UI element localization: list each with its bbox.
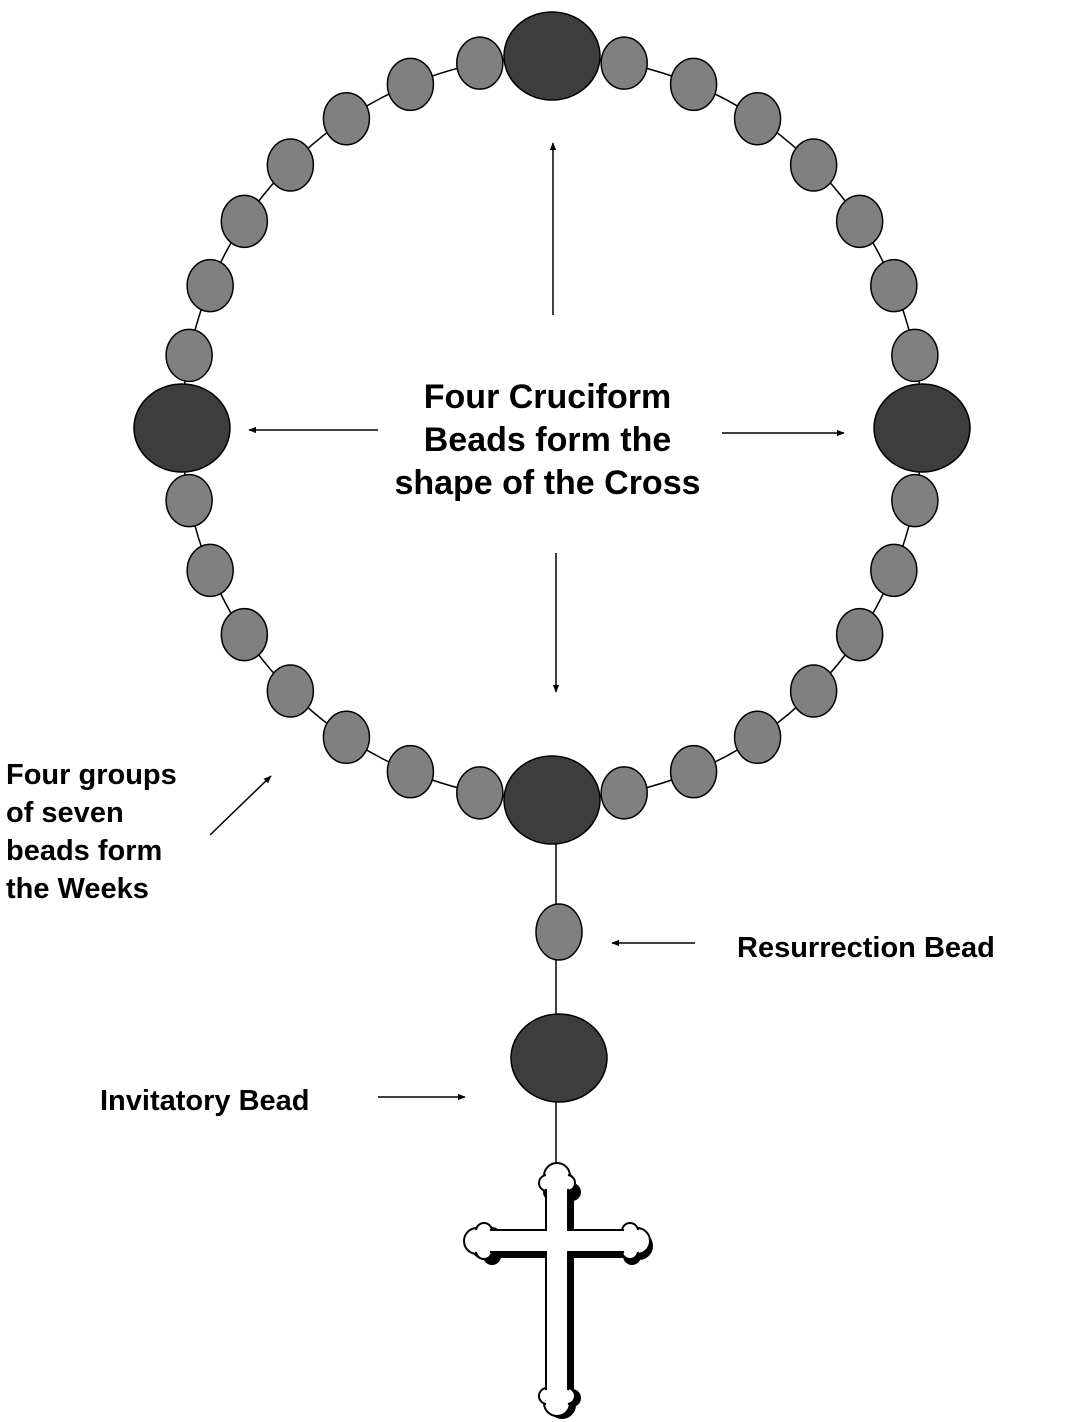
- week-bead: [600, 766, 648, 820]
- weeks-label-line-1: Four groups: [6, 759, 177, 791]
- week-bead: [669, 744, 718, 799]
- week-bead: [186, 543, 234, 598]
- cruciform-bead-bottom: [503, 755, 601, 845]
- weeks-label-line-4: the Weeks: [6, 873, 149, 905]
- week-bead: [789, 664, 838, 718]
- week-bead: [870, 258, 918, 313]
- week-bead: [186, 258, 234, 313]
- cruciform-label-line-3: shape of the Cross: [394, 464, 701, 502]
- weeks-label-line-2: of seven: [6, 797, 124, 829]
- cross-icon: [463, 1162, 653, 1419]
- week-bead: [733, 710, 782, 765]
- cruciform-bead-top: [503, 11, 601, 101]
- week-bead: [165, 328, 213, 383]
- week-bead: [266, 138, 315, 192]
- cruciform-label-line-1: Four Cruciform: [423, 378, 672, 416]
- week-bead: [386, 744, 435, 799]
- beads-group: [133, 11, 971, 1103]
- week-bead: [386, 57, 435, 112]
- week-bead: [266, 664, 315, 718]
- invitatory-bead: [510, 1013, 608, 1103]
- week-bead: [870, 543, 918, 598]
- resurrection-bead-label: Resurrection Bead: [737, 932, 995, 964]
- week-bead: [456, 766, 504, 820]
- week-bead: [220, 194, 269, 249]
- week-bead: [220, 607, 269, 662]
- week-bead: [733, 91, 782, 146]
- week-bead: [891, 473, 939, 528]
- week-bead: [891, 328, 939, 383]
- cruciform-label-line-2: Beads form the: [423, 421, 672, 459]
- week-bead: [835, 194, 884, 249]
- invitatory-bead-label: Invitatory Bead: [100, 1085, 310, 1117]
- week-bead: [789, 138, 838, 192]
- cruciform-bead-right: [873, 383, 971, 473]
- week-bead: [322, 710, 371, 765]
- week-bead: [669, 57, 718, 112]
- weeks-beads-label: Four groups of seven beads form the Week…: [6, 756, 226, 908]
- cruciform-beads-label: Four Cruciform Beads form the shape of t…: [360, 376, 735, 505]
- resurrection-bead: [535, 903, 583, 961]
- weeks-label-line-3: beads form: [6, 835, 163, 867]
- week-bead: [456, 36, 504, 90]
- week-bead: [165, 473, 213, 528]
- cruciform-bead-left: [133, 383, 231, 473]
- week-bead: [322, 91, 371, 146]
- week-bead: [600, 36, 648, 90]
- arrow-weeks: [209, 775, 272, 836]
- week-bead: [835, 607, 884, 662]
